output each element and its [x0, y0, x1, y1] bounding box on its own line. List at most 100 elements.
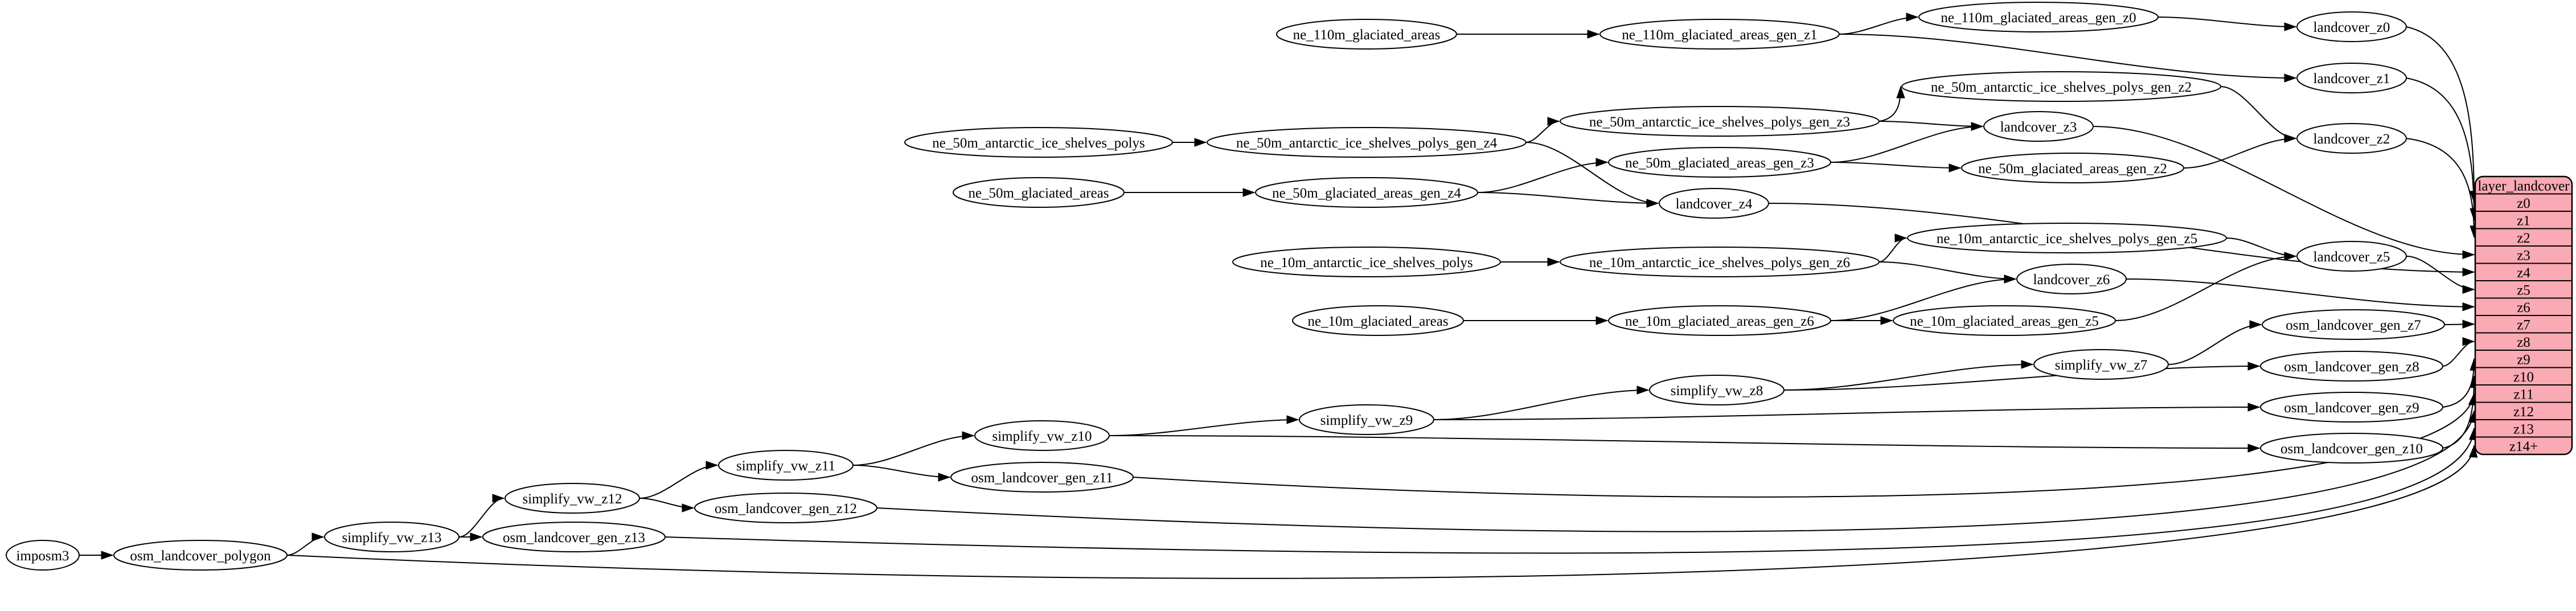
- edge-ne_50m_glaciated_areas_gen_z4-to-ne_50m_glaciated_areas_gen_z3: [1477, 158, 1609, 193]
- table-row-label: z3: [2517, 248, 2530, 263]
- graph-node-ne_10m_antarctic_ice_shelves_polys_gen_z6: ne_10m_antarctic_ice_shelves_polys_gen_z…: [1560, 247, 1880, 277]
- graph-node-landcover_z6: landcover_z6: [2016, 264, 2127, 294]
- edge-ne_50m_glaciated_areas_gen_z3-to-landcover_z3: [1830, 122, 1984, 163]
- node-ellipse: [504, 483, 640, 514]
- graph-node-ne_50m_glaciated_areas_gen_z2: ne_50m_glaciated_areas_gen_z2: [1961, 153, 2184, 183]
- graph-node-ne_50m_antarctic_ice_shelves_polys_gen_z3: ne_50m_antarctic_ice_shelves_polys_gen_z…: [1560, 106, 1880, 137]
- edge-ne_50m_antarctic_ice_shelves_polys_gen_z2-to-landcover_z2: [2220, 86, 2297, 143]
- node-label: simplify_vw_z12: [523, 491, 622, 507]
- node-ellipse: [1901, 71, 2221, 102]
- edge-simplify_vw_z11-to-simplify_vw_z10: [852, 431, 975, 466]
- node-ellipse: [2262, 309, 2445, 340]
- edge-ne_10m_glaciated_areas_gen_z6-to-landcover_z6: [1830, 274, 2017, 321]
- node-ellipse: [324, 522, 460, 552]
- node-ellipse: [2260, 351, 2443, 382]
- node-label: ne_10m_glaciated_areas: [1307, 314, 1448, 329]
- node-label: landcover_z2: [2314, 132, 2390, 147]
- node-label: osm_landcover_gen_z12: [715, 501, 857, 516]
- edge-simplify_vw_z11-to-osm_landcover_gen_z11: [852, 465, 951, 482]
- node-label: landcover_z0: [2314, 20, 2390, 35]
- edge-simplify_vw_z10-to-simplify_vw_z9: [1109, 415, 1299, 436]
- node-label: simplify_vw_z9: [1320, 413, 1413, 428]
- node-ellipse: [718, 450, 854, 481]
- table-row-label: z6: [2517, 300, 2530, 315]
- edge-osm_landcover_polygon-to-layer-row-z14+: [286, 445, 2478, 579]
- graph-node-ne_10m_antarctic_ice_shelves_polys_gen_z5: ne_10m_antarctic_ice_shelves_polys_gen_z…: [1907, 223, 2227, 253]
- node-label: ne_10m_glaciated_areas_gen_z6: [1625, 314, 1814, 329]
- node-label: simplify_vw_z11: [736, 458, 835, 474]
- node-ellipse: [1608, 147, 1831, 178]
- edge-osm_landcover_gen_z13-to-layer-row-z13: [664, 427, 2478, 554]
- edge-simplify_vw_z10-to-osm_landcover_gen_z10: [1109, 435, 2261, 453]
- node-label: osm_landcover_gen_z7: [2286, 318, 2421, 333]
- edge-osm_landcover_gen_z9-to-layer-row-z9: [2442, 358, 2479, 408]
- node-ellipse: [1649, 375, 1785, 405]
- edge-ne_50m_antarctic_ice_shelves_polys_gen_z4-to-ne_50m_antarctic_ice_shelves_polys_gen_z3: [1525, 117, 1560, 143]
- graph-node-ne_110m_glaciated_areas_gen_z1: ne_110m_glaciated_areas_gen_z1: [1599, 19, 1840, 50]
- node-label: osm_landcover_gen_z8: [2284, 359, 2419, 375]
- node-ellipse: [904, 127, 1173, 158]
- edge-landcover_z5-to-layer-row-z5: [2406, 256, 2475, 294]
- node-label: simplify_vw_z7: [2055, 358, 2148, 373]
- node-ellipse: [1599, 19, 1840, 50]
- node-label: osm_landcover_gen_z11: [971, 470, 1113, 486]
- node-ellipse: [1232, 247, 1501, 277]
- edge-osm_landcover_gen_z10-to-layer-row-z10: [2442, 375, 2479, 449]
- graph-node-ne_50m_glaciated_areas: ne_50m_glaciated_areas: [953, 177, 1125, 208]
- node-label: osm_landcover_gen_z10: [2280, 441, 2423, 457]
- node-ellipse: [974, 420, 1110, 451]
- node-ellipse: [950, 462, 1134, 493]
- node-label: ne_50m_glaciated_areas_gen_z2: [1978, 161, 2167, 177]
- node-ellipse: [1299, 404, 1434, 435]
- edge-ne_50m_antarctic_ice_shelves_polys_gen_z3-to-landcover_z3: [1878, 121, 1984, 131]
- edge-osm_landcover_polygon-to-simplify_vw_z13: [286, 532, 325, 556]
- graph-node-osm_landcover_polygon: osm_landcover_polygon: [113, 540, 288, 571]
- edge-landcover_z6-to-layer-row-z6: [2126, 278, 2475, 311]
- node-ellipse: [1276, 19, 1457, 50]
- node-ellipse: [2296, 241, 2407, 272]
- graph-node-landcover_z5: landcover_z5: [2296, 241, 2407, 272]
- node-label: simplify_vw_z10: [992, 429, 1092, 444]
- table-row-label: z14+: [2509, 439, 2538, 454]
- node-ellipse: [113, 540, 288, 571]
- node-label: ne_110m_glaciated_areas: [1293, 27, 1441, 43]
- graph-node-ne_10m_antarctic_ice_shelves_polys: ne_10m_antarctic_ice_shelves_polys: [1232, 247, 1501, 277]
- edges-layer: [79, 13, 2479, 579]
- node-label: simplify_vw_z13: [342, 530, 442, 546]
- node-label: landcover_z5: [2314, 249, 2390, 265]
- table-title: layer_landcover: [2477, 178, 2570, 194]
- node-ellipse: [1560, 247, 1880, 277]
- table-row-label: z7: [2517, 317, 2530, 333]
- node-label: landcover_z3: [2000, 120, 2077, 135]
- graph-node-osm_landcover_gen_z13: osm_landcover_gen_z13: [482, 522, 666, 552]
- graph-node-landcover_z1: landcover_z1: [2296, 63, 2407, 93]
- layer-landcover-table: layer_landcoverz0z1z2z3z4z5z6z7z8z9z10z1…: [2474, 175, 2573, 456]
- table-row-label: z12: [2513, 404, 2534, 420]
- node-label: ne_50m_glaciated_areas_gen_z3: [1625, 155, 1814, 171]
- table-row-label: z5: [2517, 282, 2530, 298]
- table-row-label: z10: [2513, 370, 2534, 385]
- node-ellipse: [2033, 349, 2169, 380]
- edge-ne_10m_glaciated_areas_gen_z5-to-landcover_z5: [2115, 252, 2297, 321]
- edge-osm_landcover_gen_z11-to-layer-row-z11: [1133, 392, 2477, 498]
- edge-ne_110m_glaciated_areas_gen_z0-to-landcover_z0: [2157, 17, 2297, 31]
- edge-ne_50m_glaciated_areas_gen_z3-to-ne_50m_glaciated_areas_gen_z2: [1830, 162, 1962, 173]
- node-label: osm_landcover_gen_z9: [2284, 400, 2419, 416]
- edge-simplify_vw_z12-to-osm_landcover_gen_z12: [639, 498, 695, 512]
- edge-osm_landcover_gen_z8-to-layer-row-z8: [2442, 337, 2475, 367]
- edge-landcover_z2-to-layer-row-z2: [2406, 138, 2479, 239]
- edge-osm_landcover_gen_z12-to-layer-row-z12: [876, 410, 2477, 532]
- node-ellipse: [1207, 127, 1527, 158]
- graph-node-simplify_vw_z13: simplify_vw_z13: [324, 522, 460, 552]
- node-label: ne_50m_glaciated_areas_gen_z4: [1272, 186, 1461, 201]
- node-ellipse: [694, 493, 877, 523]
- node-ellipse: [1907, 223, 2227, 253]
- edge-ne_10m_antarctic_ice_shelves_polys_gen_z6-to-ne_10m_antarctic_ice_shelves_polys_gen_z5: [1878, 233, 1908, 263]
- node-ellipse: [2260, 392, 2443, 423]
- table-row-label: z11: [2513, 387, 2533, 402]
- graph-node-osm_landcover_gen_z10: osm_landcover_gen_z10: [2260, 433, 2443, 464]
- edge-simplify_vw_z9-to-simplify_vw_z8: [1433, 386, 1650, 420]
- node-label: ne_110m_glaciated_areas_gen_z0: [1941, 10, 2136, 26]
